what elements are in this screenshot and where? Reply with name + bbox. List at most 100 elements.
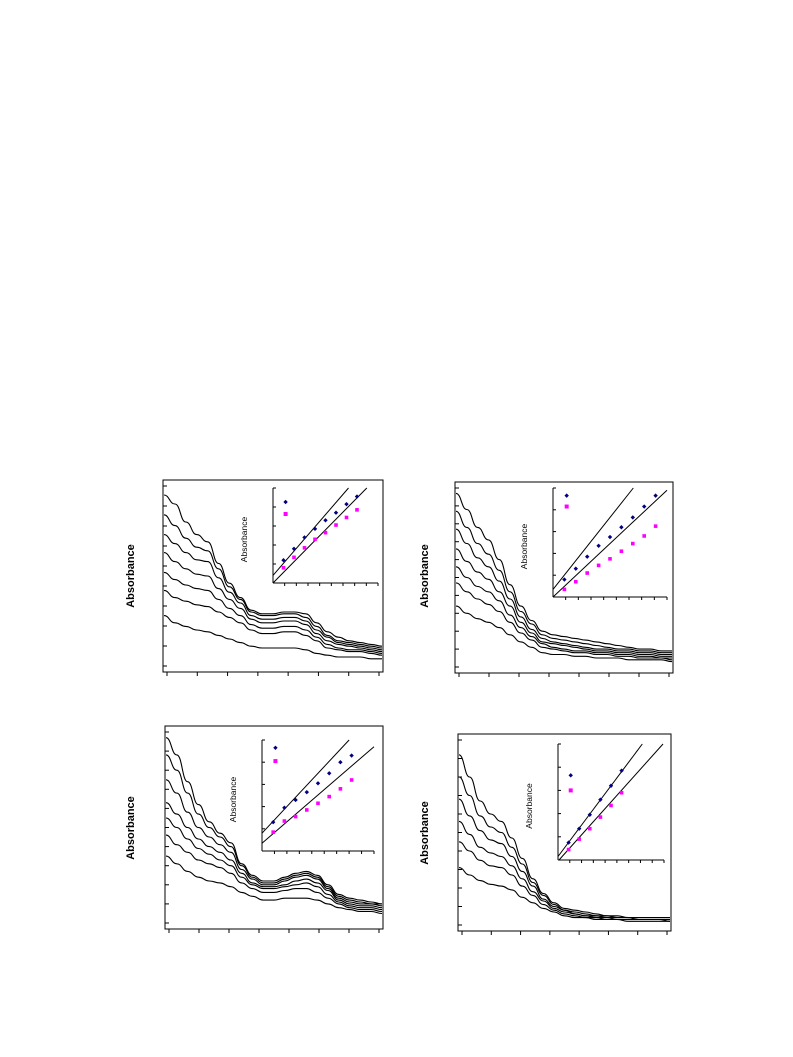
data-point-b bbox=[327, 794, 331, 799]
data-point-a bbox=[354, 494, 360, 499]
y-axis-label: Absorbance bbox=[125, 544, 137, 608]
inset-plot: Absorbance bbox=[519, 487, 668, 600]
data-point-b bbox=[344, 515, 349, 520]
data-point-a bbox=[577, 826, 582, 831]
data-point-b bbox=[281, 566, 286, 570]
data-point-b bbox=[598, 815, 603, 819]
legend-marker-b bbox=[564, 504, 569, 509]
data-point-b bbox=[313, 537, 317, 542]
data-point-b bbox=[585, 571, 589, 575]
inset-plot: Absorbance bbox=[228, 739, 375, 854]
fit-line-a bbox=[552, 487, 634, 590]
data-point-a bbox=[562, 577, 567, 582]
data-point-a bbox=[598, 797, 603, 802]
data-point-b bbox=[305, 808, 309, 812]
fit-line-b bbox=[558, 743, 664, 861]
data-point-b bbox=[609, 803, 613, 808]
data-point-b bbox=[577, 837, 581, 841]
data-point-a bbox=[302, 535, 307, 540]
data-point-b bbox=[619, 549, 624, 554]
data-point-b bbox=[323, 530, 328, 535]
data-point-a bbox=[596, 543, 601, 548]
legend-marker-b bbox=[568, 788, 573, 793]
data-point-b bbox=[282, 819, 287, 823]
legend-marker-a bbox=[564, 493, 569, 498]
spectrum-line-3 bbox=[455, 528, 672, 656]
data-point-a bbox=[607, 534, 613, 540]
data-point-a bbox=[608, 783, 614, 788]
data-point-a bbox=[642, 504, 647, 509]
spectrum-line-1 bbox=[455, 492, 672, 652]
data-point-a bbox=[293, 797, 298, 803]
inset-y-axis-label: Absorbance bbox=[519, 524, 529, 570]
data-point-b bbox=[292, 555, 296, 560]
spectrum-line-4 bbox=[165, 802, 383, 909]
data-point-a bbox=[281, 558, 286, 563]
data-point-b bbox=[349, 778, 354, 782]
spectrum-line-4 bbox=[455, 548, 672, 657]
spectrum-line-3 bbox=[165, 779, 383, 907]
spectrum-line-5 bbox=[163, 571, 383, 654]
y-axis-label: Absorbance bbox=[419, 801, 431, 865]
data-point-b bbox=[302, 546, 307, 550]
data-point-b bbox=[631, 541, 635, 546]
spectrum-line-5 bbox=[458, 841, 671, 922]
data-point-a bbox=[587, 812, 592, 817]
spectrum-line-6 bbox=[165, 834, 383, 913]
data-point-b bbox=[293, 814, 298, 819]
inset-plot: Absorbance bbox=[239, 487, 379, 586]
data-point-a bbox=[573, 566, 578, 571]
data-point-a bbox=[349, 753, 354, 758]
spectrum-line-7 bbox=[165, 855, 383, 915]
spectrum-line-6 bbox=[458, 867, 670, 922]
data-point-a bbox=[585, 554, 590, 559]
spectrum-line-5 bbox=[455, 566, 672, 659]
data-point-b bbox=[588, 826, 592, 831]
data-point-a bbox=[282, 805, 287, 810]
spectrum-line-6 bbox=[163, 589, 383, 656]
data-point-a bbox=[323, 518, 328, 523]
data-point-a bbox=[338, 760, 343, 765]
data-point-b bbox=[596, 563, 601, 568]
legend-marker-b bbox=[283, 512, 288, 516]
plot-frame bbox=[162, 479, 384, 673]
legend-marker-a bbox=[273, 745, 278, 750]
inset-y-axis-label: Absorbance bbox=[228, 777, 238, 823]
data-point-a bbox=[344, 501, 349, 507]
fit-line-b bbox=[261, 746, 375, 844]
data-point-b bbox=[355, 508, 359, 512]
spectrum-line-1 bbox=[163, 494, 383, 647]
spectrum-line-7 bbox=[455, 605, 673, 663]
data-point-a bbox=[327, 771, 332, 776]
data-point-b bbox=[608, 557, 612, 561]
spectrum-line-2 bbox=[165, 754, 382, 905]
data-point-a bbox=[630, 515, 635, 520]
spectrum-line-5 bbox=[165, 817, 383, 911]
spectrum-line-2 bbox=[455, 510, 672, 654]
data-point-b bbox=[334, 523, 338, 527]
data-point-a bbox=[333, 510, 339, 515]
fit-line-b bbox=[272, 487, 368, 584]
legend-marker-a bbox=[283, 499, 288, 505]
data-point-b bbox=[642, 534, 646, 538]
spectrum-line-7 bbox=[163, 615, 382, 660]
data-point-b bbox=[653, 524, 658, 528]
legend-marker-b bbox=[273, 759, 278, 764]
legend-marker-a bbox=[568, 773, 573, 778]
data-point-b bbox=[316, 801, 320, 806]
spectrum-line-2 bbox=[163, 514, 383, 649]
spectrum-line-1 bbox=[165, 737, 383, 905]
data-point-a bbox=[653, 493, 658, 498]
data-point-a bbox=[271, 819, 276, 825]
data-point-b bbox=[574, 579, 578, 584]
data-point-b bbox=[566, 847, 571, 852]
data-point-a bbox=[619, 768, 624, 773]
data-point-a bbox=[566, 840, 571, 845]
data-point-a bbox=[291, 546, 297, 551]
